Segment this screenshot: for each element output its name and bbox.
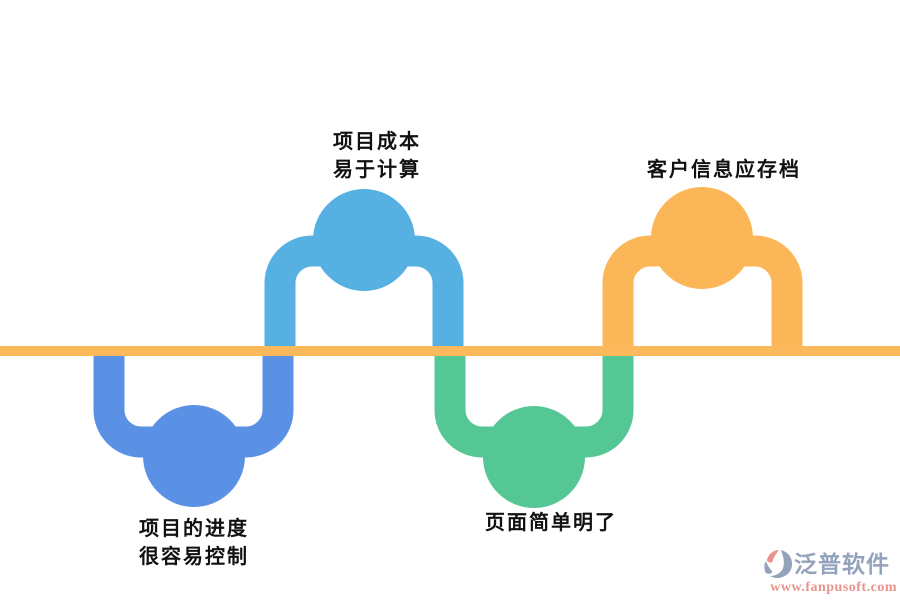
- step-2-label-line-2: 易于计算: [333, 159, 421, 181]
- step-2-label-line-1: 项目成本: [333, 131, 421, 153]
- step-1-label: 项目的进度 很容易控制: [94, 515, 294, 571]
- watermark: 泛普软件 www.fanpusoft.com: [763, 549, 897, 596]
- step-3-circle: [483, 406, 585, 508]
- step-1-circle: [143, 405, 245, 507]
- step-2-label: 项目成本 易于计算: [277, 128, 477, 184]
- step-4-label: 客户信息应存档: [624, 156, 824, 184]
- step-3-label: 页面简单明了: [451, 509, 651, 537]
- fanpu-logo-icon: [764, 549, 793, 579]
- step-1-label-line-2: 很容易控制: [139, 546, 249, 568]
- watermark-url-text: www.fanpusoft.com: [770, 580, 897, 595]
- baseline: [0, 346, 900, 356]
- step-4-label-line-1: 客户信息应存档: [647, 159, 801, 181]
- watermark-brand-text: 泛普软件: [794, 551, 890, 577]
- step-3-label-line-1: 页面简单明了: [485, 512, 617, 534]
- step-1-label-line-1: 项目的进度: [139, 518, 249, 540]
- step-2-circle: [313, 189, 415, 291]
- step-4-circle: [651, 187, 753, 289]
